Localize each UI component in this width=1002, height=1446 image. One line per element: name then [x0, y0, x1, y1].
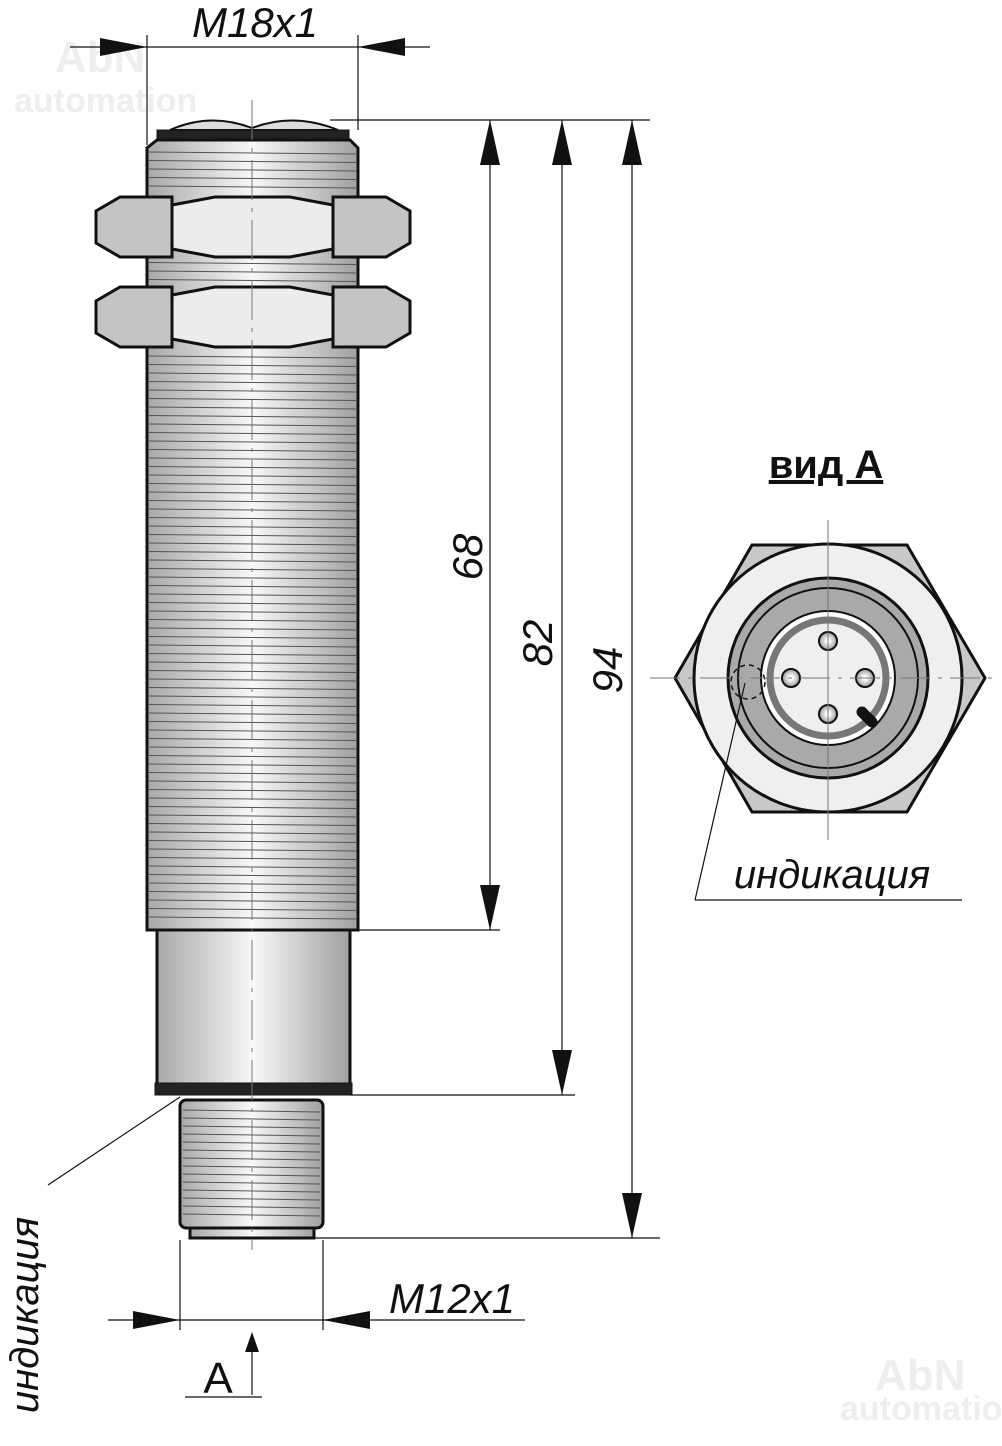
dim-82: 82 [514, 620, 561, 667]
dim-thread-bottom: M12x1 [389, 1275, 515, 1322]
dim-68: 68 [444, 533, 491, 580]
view-a-title: вид A [769, 443, 884, 487]
key [856, 706, 878, 728]
dim-94: 94 [584, 647, 631, 694]
indication-label-side: индикация [3, 1217, 47, 1413]
svg-text:automation: automation [14, 82, 197, 120]
view-a-centerlines [650, 520, 1000, 840]
indication-leader [694, 682, 962, 901]
hex-nut-1 [94, 195, 412, 259]
dim-thread-top: M18x1 [192, 0, 318, 46]
view-arrow-label: A [203, 1354, 233, 1403]
rear-housing [155, 928, 352, 1087]
hex-nut-2 [94, 285, 412, 349]
lens [169, 119, 339, 131]
svg-text:automation: automation [840, 1390, 1002, 1428]
indication-label-view: индикация [734, 853, 930, 897]
svg-text:AbN: AbN [875, 1351, 965, 1400]
led-indicator [730, 664, 766, 700]
watermark-bottom: AbN automation [840, 1351, 1002, 1428]
sensor-side-view [94, 100, 412, 1250]
dimension-arrows [100, 38, 642, 1352]
led-ring [154, 1082, 353, 1096]
